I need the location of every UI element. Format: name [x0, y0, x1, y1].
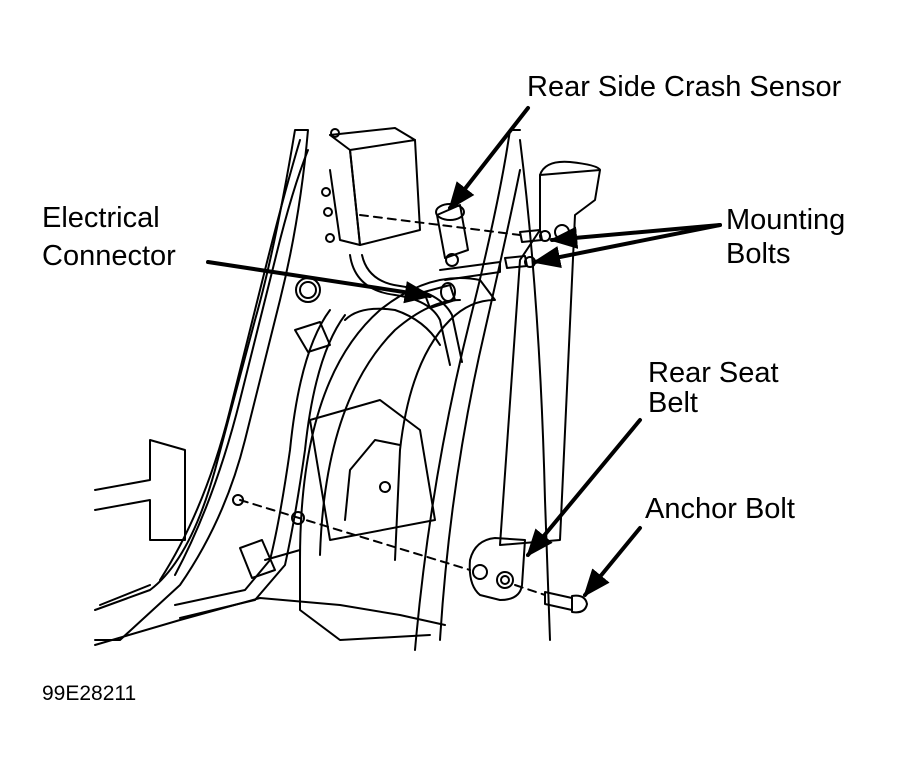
bracket-bolt-4 — [330, 128, 340, 138]
harness-clip-upper — [294, 321, 331, 353]
label-electrical-connector-line1: Electrical — [42, 202, 160, 234]
rear-body-edge — [519, 139, 551, 641]
wiring-harness-main — [349, 254, 451, 366]
seat-belt-anchor-plate — [468, 537, 526, 601]
anchor-plate-hole-inner — [500, 575, 510, 585]
c-pillar-outline — [414, 129, 521, 651]
mounting-bolt-lower — [504, 255, 528, 269]
panel-hole-lower — [472, 564, 488, 580]
bracket-bolt-3 — [325, 233, 335, 243]
harness-branch — [439, 261, 501, 281]
leader-arrow-anchor-bolt — [583, 526, 642, 598]
label-rear-seat-belt-line2: Belt — [648, 387, 698, 419]
panel-bolt-centerline — [239, 499, 471, 571]
label-mounting-bolts-line2: Bolts — [726, 238, 791, 270]
clip-hole-mid — [291, 511, 305, 525]
bracket-bolt-1 — [321, 187, 331, 197]
left-panel-box — [94, 439, 186, 541]
sensor-bolt-centerline — [359, 214, 521, 236]
harness-clip-lower — [239, 539, 276, 579]
wiring-harness-loop — [344, 307, 441, 346]
bracket-bolt-2 — [323, 207, 333, 217]
leader-arrow-electrical-connector — [206, 260, 433, 304]
anchor-bolt-head — [571, 594, 588, 614]
pillar-trim-edge — [174, 149, 309, 576]
anchor-bolt-centerline — [514, 584, 546, 596]
wiring-harness-lower — [174, 309, 331, 606]
c-pillar-inner-line — [439, 169, 521, 641]
wiring-harness-lower-parallel — [179, 314, 346, 619]
seat-belt-guide — [539, 160, 601, 176]
inner-panel-lower — [264, 549, 431, 641]
sensor-bracket-side — [329, 134, 361, 246]
sensor-bracket-box — [349, 139, 421, 246]
sensor-bracket-top — [329, 127, 416, 141]
anchor-plate-hole — [496, 571, 514, 589]
label-rear-side-crash-sensor: Rear Side Crash Sensor — [527, 71, 842, 103]
label-anchor-bolt: Anchor Bolt — [645, 493, 795, 525]
electrical-connector-face — [440, 282, 456, 302]
access-hole-inner — [299, 281, 317, 299]
quarter-panel-outer-outline — [94, 129, 309, 641]
sensor-mount-screw — [445, 253, 459, 267]
label-mounting-bolts-line1: Mounting — [726, 204, 846, 236]
leader-arrow-rear-seat-belt — [526, 418, 642, 558]
leader-arrow-rear-side-crash-sensor — [448, 106, 530, 211]
leader-arrow-mounting-bolt-upper — [549, 223, 722, 249]
label-rear-seat-belt-line1: Rear Seat — [648, 357, 779, 389]
wiring-harness-parallel — [361, 254, 463, 363]
inner-panel-ridge — [344, 439, 401, 521]
leader-arrow-mounting-bolt-lower — [532, 223, 722, 269]
inner-panel-opening — [309, 399, 436, 541]
figure-id: 99E28211 — [42, 682, 137, 705]
wheel-arch-outline — [299, 277, 496, 561]
wheel-arch-inner — [319, 299, 461, 556]
lower-trim-edge — [99, 584, 151, 606]
clip-hole-right — [379, 481, 391, 493]
label-electrical-connector-line2: Connector — [42, 240, 176, 272]
